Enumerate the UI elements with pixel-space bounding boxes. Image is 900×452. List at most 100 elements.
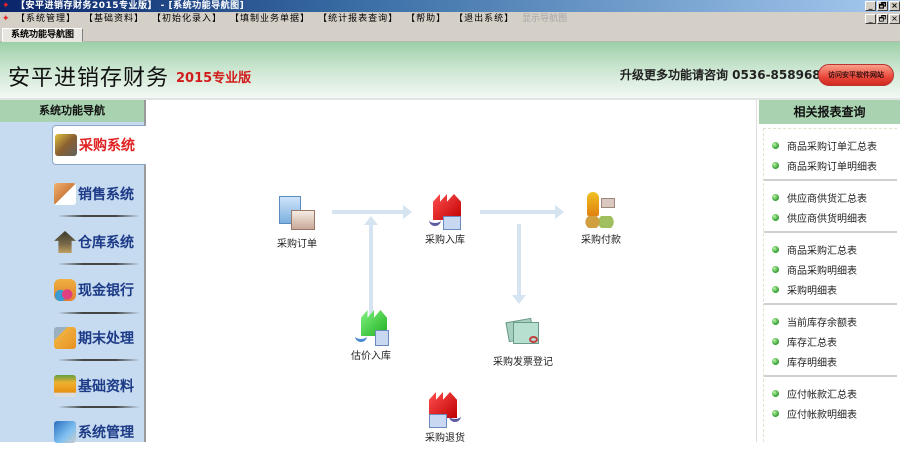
- nav-item-sales[interactable]: 销售系统: [52, 174, 144, 214]
- visit-website-button[interactable]: 访问安平软件网站: [818, 64, 894, 86]
- green-bullet-icon: [772, 161, 779, 169]
- report-group: 当前库存余额表 库存汇总表 库存明细表: [764, 305, 897, 377]
- arrow-estimate-to-receipt: [364, 216, 378, 318]
- mdi-child-icon: ✦: [2, 14, 10, 24]
- flow-node-estimated-receipt[interactable]: 估价入库: [336, 308, 406, 362]
- green-bullet-icon: [772, 141, 779, 149]
- nav-divider: [58, 359, 140, 361]
- menu-system-admin[interactable]: 【系统管理】: [16, 14, 77, 24]
- nav-item-label: 销售系统: [78, 187, 134, 203]
- green-factory-icon: [351, 308, 391, 346]
- green-bullet-icon: [772, 389, 779, 397]
- nav-item-purchase[interactable]: 采购系统: [52, 125, 146, 165]
- flow-node-purchase-receipt[interactable]: 采购入库: [410, 192, 480, 246]
- report-group: 商品采购订单汇总表 商品采购订单明细表: [764, 129, 897, 181]
- purchase-order-icon: [277, 196, 317, 234]
- report-link[interactable]: 供应商供货明细表: [764, 207, 897, 227]
- report-link[interactable]: 当前库存余额表: [764, 311, 897, 331]
- report-link[interactable]: 商品采购订单明细表: [764, 155, 897, 175]
- system-admin-icon: [54, 421, 76, 443]
- child-minimize-button[interactable]: _: [865, 14, 876, 24]
- report-link[interactable]: 供应商供货汇总表: [764, 187, 897, 207]
- menu-business-documents[interactable]: 【填制业务单据】: [230, 14, 311, 24]
- green-bullet-icon: [772, 213, 779, 221]
- cash-bank-icon: [54, 279, 76, 301]
- menu-exit[interactable]: 【退出系统】: [454, 14, 515, 24]
- report-link[interactable]: 商品采购订单汇总表: [764, 135, 897, 155]
- report-link[interactable]: 库存汇总表: [764, 331, 897, 351]
- report-link[interactable]: 应付帐款汇总表: [764, 383, 897, 403]
- nav-divider: [58, 215, 140, 217]
- nav-item-period-end[interactable]: 期末处理: [52, 318, 144, 358]
- green-bullet-icon: [772, 245, 779, 253]
- nav-item-label: 采购系统: [79, 138, 135, 154]
- menu-show-navigation[interactable]: 显示导航图: [522, 14, 568, 24]
- menu-bar: ✦ 【系统管理】 【基础资料】 【初始化录入】 【填制业务单据】 【统计报表查询…: [0, 12, 900, 26]
- basic-data-icon: [54, 375, 76, 397]
- child-close-button[interactable]: ×: [889, 14, 900, 24]
- green-bullet-icon: [772, 317, 779, 325]
- flow-node-purchase-order[interactable]: 采购订单: [262, 196, 332, 250]
- menu-initial-entry[interactable]: 【初始化录入】: [152, 14, 223, 24]
- nav-item-basic-data[interactable]: 基础资料: [52, 366, 144, 406]
- report-link[interactable]: 库存明细表: [764, 351, 897, 371]
- report-link[interactable]: 采购明细表: [764, 279, 897, 299]
- nav-item-warehouse[interactable]: 仓库系统: [52, 222, 144, 262]
- menu-basic-data[interactable]: 【基础资料】: [84, 14, 145, 24]
- sales-icon: [54, 183, 76, 205]
- nav-item-label: 系统管理: [78, 425, 134, 441]
- nav-item-label: 现金银行: [78, 283, 134, 299]
- close-button[interactable]: ×: [889, 1, 900, 11]
- green-bullet-icon: [772, 193, 779, 201]
- nav-item-label: 期末处理: [78, 331, 134, 347]
- minimize-button[interactable]: _: [865, 1, 876, 11]
- nav-divider: [58, 312, 140, 314]
- tab-navigation-map[interactable]: 系统功能导航图: [2, 28, 84, 42]
- nav-item-cash-bank[interactable]: 现金银行: [52, 270, 144, 310]
- nav-item-system-admin[interactable]: 系统管理: [52, 412, 144, 452]
- warehouse-icon: [54, 231, 76, 253]
- flow-node-invoice-register[interactable]: 采购发票登记: [488, 314, 558, 368]
- report-link[interactable]: 商品采购汇总表: [764, 239, 897, 259]
- report-link[interactable]: 商品采购明细表: [764, 259, 897, 279]
- green-bullet-icon: [772, 337, 779, 345]
- reports-header: 相关报表查询: [759, 100, 900, 124]
- brand-title: 安平进销存财务: [8, 66, 170, 91]
- related-reports-panel: 相关报表查询 商品采购订单汇总表 商品采购订单明细表 供应商供货汇总表 供应商供…: [756, 100, 900, 442]
- upgrade-contact: 升级更多功能请咨询 0536-8589685: [620, 68, 830, 82]
- menu-report-query[interactable]: 【统计报表查询】: [318, 14, 399, 24]
- flow-node-purchase-return[interactable]: 采购退货: [410, 390, 480, 444]
- red-factory-icon: [425, 192, 465, 230]
- red-factory-return-icon: [425, 390, 465, 428]
- green-bullet-icon: [772, 265, 779, 273]
- purchase-icon: [55, 134, 77, 156]
- nav-divider: [58, 263, 140, 265]
- window-controls: _ 🗗 ×: [865, 1, 900, 11]
- nav-item-label: 基础资料: [78, 379, 134, 395]
- child-restore-button[interactable]: 🗗: [877, 14, 888, 24]
- period-end-icon: [54, 327, 76, 349]
- menu-help[interactable]: 【帮助】: [406, 14, 447, 24]
- report-group: 应付帐款汇总表 应付帐款明细表: [764, 377, 897, 427]
- report-list: 商品采购订单汇总表 商品采购订单明细表 供应商供货汇总表 供应商供货明细表 商品…: [763, 128, 897, 442]
- payment-icon: [581, 192, 621, 230]
- green-bullet-icon: [772, 409, 779, 417]
- title-bar: ✦ 【安平进销存财务2015专业版】 - [系统功能导航图] _ 🗗 ×: [0, 0, 900, 12]
- restore-button[interactable]: 🗗: [877, 1, 888, 11]
- report-group: 商品采购汇总表 商品采购明细表 采购明细表: [764, 233, 897, 305]
- invoice-icon: [503, 314, 543, 352]
- nav-divider: [58, 406, 140, 408]
- tab-strip: 系统功能导航图: [0, 26, 900, 42]
- report-group: 供应商供货汇总表 供应商供货明细表: [764, 181, 897, 233]
- green-bullet-icon: [772, 357, 779, 365]
- flow-node-purchase-payment[interactable]: 采购付款: [566, 192, 636, 246]
- window-title: 【安平进销存财务2015专业版】 - [系统功能导航图]: [16, 1, 245, 11]
- child-window-controls: _ 🗗 ×: [865, 14, 900, 24]
- app-icon: ✦: [2, 1, 10, 11]
- arrow-receipt-to-invoice: [512, 224, 526, 304]
- report-link[interactable]: 应付帐款明细表: [764, 403, 897, 423]
- flow-canvas: 采购订单 采购入库 采购付款 估价入库 采购发票登记: [148, 100, 756, 444]
- nav-item-label: 仓库系统: [78, 235, 134, 251]
- header-banner: 安平进销存财务 2015专业版 升级更多功能请咨询 0536-8589685 访…: [0, 42, 900, 100]
- version-label: 2015专业版: [176, 71, 252, 86]
